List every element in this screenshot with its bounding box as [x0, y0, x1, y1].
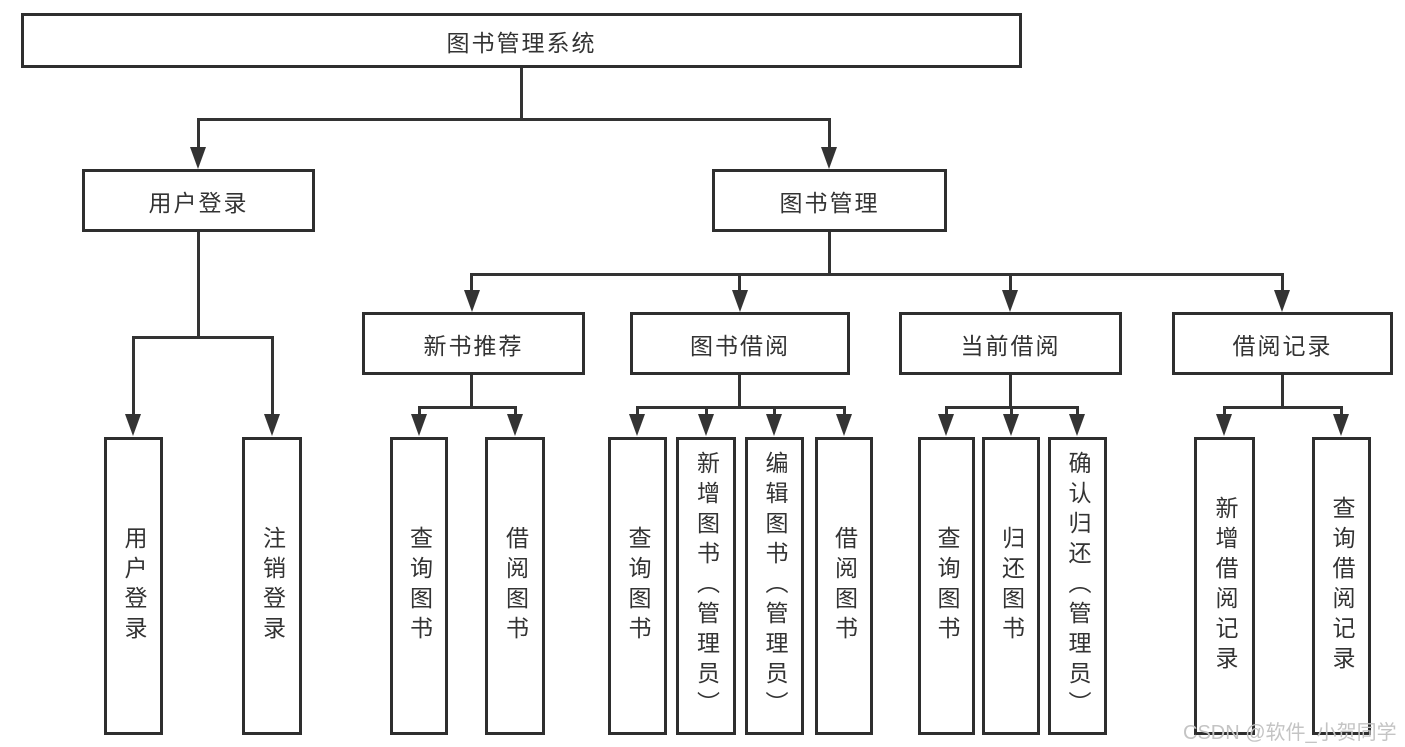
connector-line: [738, 273, 741, 293]
node-edit-book-admin: 编辑图书（管理员）: [745, 437, 804, 735]
node-logout: 注销登录: [242, 437, 302, 735]
connector-line: [132, 336, 274, 339]
connector-line: [1223, 406, 1343, 409]
node-add-borrow-record: 新增借阅记录: [1194, 437, 1255, 735]
connector-line: [828, 232, 831, 273]
node-query-borrow-record: 查询借阅记录: [1312, 437, 1371, 735]
node-borrow-records: 借阅记录: [1172, 312, 1393, 375]
arrow-down-icon: [1274, 290, 1290, 312]
arrow-down-icon: [1002, 290, 1018, 312]
arrow-down-icon: [1069, 414, 1085, 436]
connector-line: [1076, 406, 1079, 416]
node-query-books-borrowing: 查询图书: [608, 437, 667, 735]
node-query-books-current: 查询图书: [918, 437, 975, 735]
node-user-login: 用户登录: [82, 169, 315, 232]
node-current-borrowing: 当前借阅: [899, 312, 1122, 375]
connector-line: [1009, 273, 1012, 293]
node-book-management: 图书管理: [712, 169, 947, 232]
watermark: CSDN @软件_小贺同学: [1183, 722, 1397, 744]
node-borrow-books-recommend: 借阅图书: [485, 437, 545, 735]
connector-line: [1281, 273, 1284, 293]
connector-line: [773, 406, 776, 416]
arrow-down-icon: [1333, 414, 1349, 436]
node-new-book-recommendation: 新书推荐: [362, 312, 585, 375]
node-confirm-return-admin: 确认归还（管理员）: [1048, 437, 1107, 735]
arrow-down-icon: [938, 414, 954, 436]
arrow-down-icon: [125, 414, 141, 436]
connector-line: [514, 406, 517, 416]
connector-line: [738, 375, 741, 409]
connector-line: [197, 118, 200, 150]
arrow-down-icon: [821, 147, 837, 169]
connector-line: [705, 406, 708, 416]
connector-line: [471, 273, 1284, 276]
arrow-down-icon: [698, 414, 714, 436]
connector-line: [1010, 406, 1013, 416]
connector-line: [1340, 406, 1343, 416]
connector-line: [470, 375, 473, 409]
connector-line: [945, 406, 948, 416]
arrow-down-icon: [1003, 414, 1019, 436]
node-borrow-books-borrowing: 借阅图书: [815, 437, 873, 735]
arrow-down-icon: [264, 414, 280, 436]
connector-line: [1281, 375, 1284, 409]
node-return-books: 归还图书: [982, 437, 1040, 735]
connector-line: [197, 232, 200, 336]
node-book-borrowing: 图书借阅: [630, 312, 850, 375]
arrow-down-icon: [836, 414, 852, 436]
connector-line: [470, 273, 473, 293]
arrow-down-icon: [464, 290, 480, 312]
connector-line: [132, 336, 135, 416]
arrow-down-icon: [190, 147, 206, 169]
connector-line: [520, 68, 523, 121]
node-user-login-leaf: 用户登录: [104, 437, 163, 735]
node-add-book-admin: 新增图书（管理员）: [676, 437, 736, 735]
arrow-down-icon: [732, 290, 748, 312]
arrow-down-icon: [507, 414, 523, 436]
connector-line: [636, 406, 639, 416]
connector-line: [828, 118, 831, 150]
node-library-management-system: 图书管理系统: [21, 13, 1022, 68]
arrow-down-icon: [629, 414, 645, 436]
connector-line: [636, 406, 846, 409]
connector-line: [418, 406, 421, 416]
connector-line: [1009, 375, 1012, 409]
node-query-books-recommend: 查询图书: [390, 437, 448, 735]
arrow-down-icon: [411, 414, 427, 436]
connector-line: [197, 118, 831, 121]
arrow-down-icon: [766, 414, 782, 436]
connector-line: [1223, 406, 1226, 416]
connector-line: [843, 406, 846, 416]
connector-line: [418, 406, 517, 409]
arrow-down-icon: [1216, 414, 1232, 436]
connector-line: [271, 336, 274, 416]
